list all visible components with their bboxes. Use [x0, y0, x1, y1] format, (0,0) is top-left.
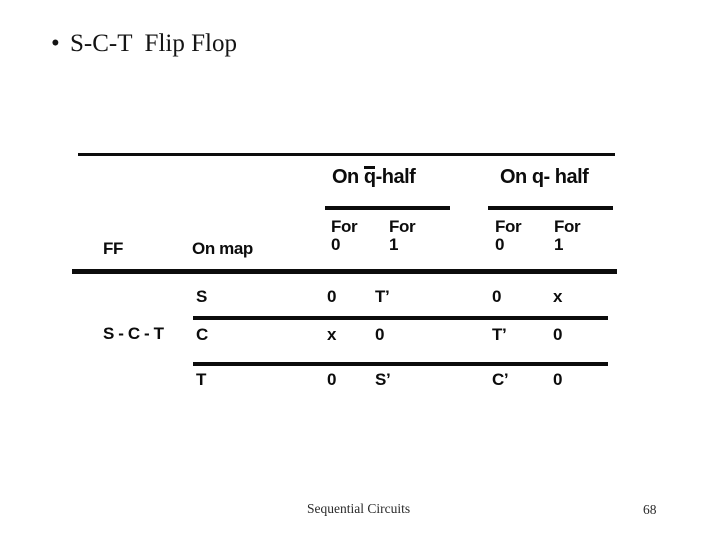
subcolumn-line1: For — [554, 217, 581, 236]
q-group-underline — [488, 206, 613, 210]
page-number: 68 — [643, 502, 657, 517]
title-bullet: • — [51, 30, 60, 57]
table-top-rule — [78, 153, 615, 156]
subcolumn-line2: 0 — [495, 235, 505, 254]
row-s-value-4: x — [553, 287, 563, 306]
q-overbar: q — [363, 165, 376, 188]
subcolumn-line1: For — [495, 217, 522, 236]
row-t-value-1: 0 — [327, 370, 337, 389]
row-t-map-label: T — [196, 370, 206, 389]
subcolumn-line2: 1 — [554, 235, 564, 254]
row-s-map-label: S — [196, 287, 207, 306]
header-separator-rule — [72, 269, 617, 274]
row-s-value-1: 0 — [327, 287, 337, 306]
row-s-value-2: T’ — [375, 287, 390, 306]
row-t-overline — [193, 362, 608, 366]
row-t-value-4: 0 — [553, 370, 563, 389]
row-t-value-2: S’ — [375, 370, 391, 389]
group-header-qbar-post: -half — [375, 166, 416, 188]
subcolumn-line1: For — [389, 217, 416, 236]
footer-title: Sequential Circuits — [307, 501, 411, 516]
subcolumn-line2: 1 — [389, 235, 399, 254]
slide-title: S-C-T Flip Flop — [70, 30, 237, 57]
subcolumn-line2: 0 — [331, 235, 341, 254]
row-c-value-2: 0 — [375, 325, 385, 344]
subcolumn-header-for1-qbar: For 1 — [389, 217, 416, 254]
group-header-qbar-pre: On — [332, 166, 364, 188]
row-c-value-1: x — [327, 325, 337, 344]
subcolumn-line1: For — [331, 217, 358, 236]
row-s-underline — [193, 316, 608, 320]
group-header-q-half: On q- half — [500, 166, 589, 188]
qbar-group-underline — [325, 206, 450, 210]
row-c-value-3: T’ — [492, 325, 507, 344]
column-header-ff: FF — [103, 239, 123, 258]
row-t-value-3: C’ — [492, 370, 509, 389]
subcolumn-header-for1-q: For 1 — [554, 217, 581, 254]
row-s-value-3: 0 — [492, 287, 502, 306]
column-header-on-map: On map — [192, 239, 253, 258]
row-c-value-4: 0 — [553, 325, 563, 344]
group-header-qbar-half: On q-half — [332, 165, 416, 188]
ff-group-label: S - C - T — [103, 324, 164, 343]
row-c-map-label: C — [196, 325, 208, 344]
subcolumn-header-for0-q: For 0 — [495, 217, 522, 254]
subcolumn-header-for0-qbar: For 0 — [331, 217, 358, 254]
